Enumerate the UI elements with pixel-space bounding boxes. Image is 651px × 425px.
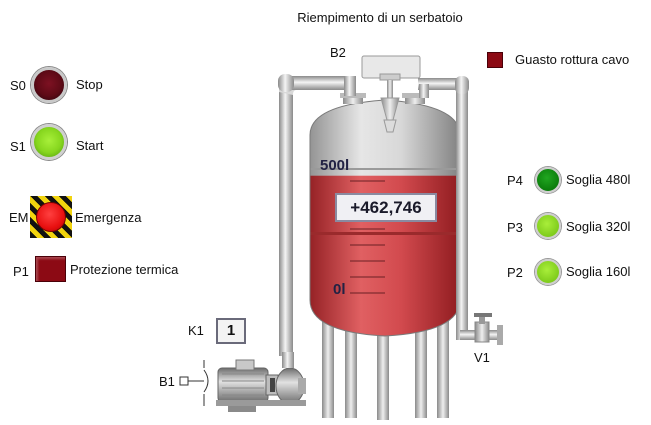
tank-0-mark: 0l <box>333 281 346 298</box>
s0-tag: S0 <box>10 78 26 93</box>
threshold-160-label: Soglia 160l <box>566 264 631 279</box>
threshold-480-label: Soglia 480l <box>566 172 631 187</box>
b1-tag: B1 <box>159 374 175 389</box>
b1-sensor-symbol <box>179 360 209 406</box>
p4-tag: P4 <box>507 173 523 188</box>
tank-500-mark: 500l <box>320 157 350 174</box>
v1-tag: V1 <box>474 350 490 365</box>
inlet-pipe <box>278 74 356 356</box>
valve-v1 <box>460 313 503 345</box>
stop-label: Stop <box>76 77 103 92</box>
p1-tag: P1 <box>13 264 29 279</box>
em-tag: EM <box>9 210 29 225</box>
stop-button[interactable] <box>31 67 67 103</box>
threshold-320-lamp <box>535 213 561 239</box>
start-label: Start <box>76 138 104 153</box>
overflow-pipe <box>418 76 469 340</box>
cable-fault-label: Guasto rottura cavo <box>515 52 630 67</box>
b2-tag: B2 <box>330 45 346 60</box>
s1-tag: S1 <box>10 139 26 154</box>
k1-value-box: 1 <box>216 318 246 344</box>
p3-tag: P3 <box>507 220 523 235</box>
p2-tag: P2 <box>507 265 523 280</box>
cable-fault-indicator <box>487 52 503 68</box>
thermal-protection-label: Protezione termica <box>70 262 179 277</box>
k1-tag: K1 <box>188 323 204 338</box>
pump-motor <box>216 352 306 412</box>
emergency-button[interactable] <box>36 202 66 232</box>
start-button[interactable] <box>31 124 67 160</box>
threshold-480-lamp <box>535 167 561 193</box>
thermal-protection-indicator <box>35 256 66 282</box>
threshold-160-lamp <box>535 259 561 285</box>
nozzle-right <box>405 96 425 104</box>
page-title: Riempimento di un serbatoio <box>297 10 463 25</box>
threshold-320-label: Soglia 320l <box>566 219 631 234</box>
level-sensor-b2 <box>361 55 421 133</box>
emergency-label: Emergenza <box>75 210 142 225</box>
level-readout: +462,746 <box>335 193 437 222</box>
nozzle-left <box>343 96 363 104</box>
tank-legs <box>322 318 449 420</box>
